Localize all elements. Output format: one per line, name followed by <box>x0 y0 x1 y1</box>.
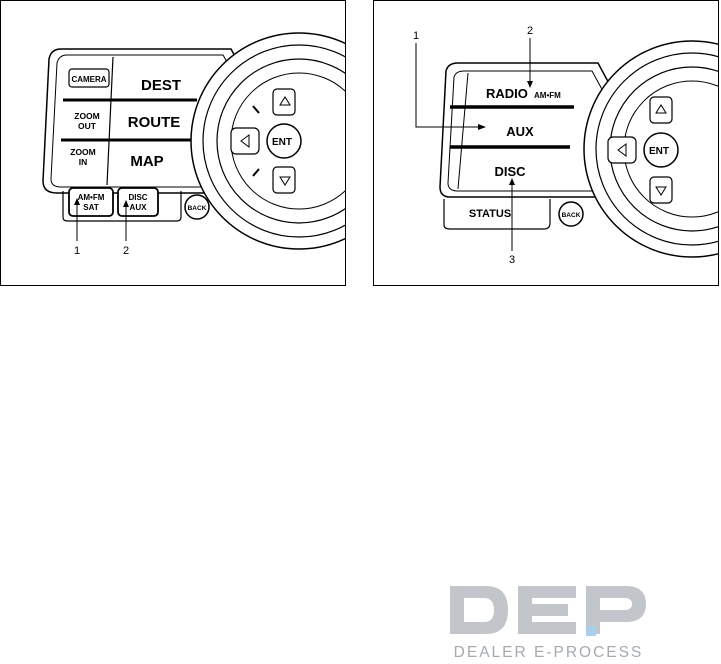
dealer-eprocess-logo: DEALER E-PROCESS <box>446 582 651 662</box>
dial-ring-2 <box>202 44 345 238</box>
route-button[interactable]: ROUTE <box>128 114 181 131</box>
zoom-out-button[interactable]: ZOOM <box>74 111 100 121</box>
vertical-divider <box>106 56 114 186</box>
aux-button[interactable]: AUX <box>506 124 534 139</box>
up-arrow-button[interactable] <box>272 88 296 116</box>
logo-letter-d <box>450 586 508 634</box>
logo-accent-square <box>586 626 596 636</box>
left-panel-diagram: CAMERA DEST ROUTE MAP ZOOM OUT ZOOM IN A… <box>0 0 346 286</box>
disc-label: DISC <box>128 193 147 202</box>
enter-button[interactable] <box>643 132 679 168</box>
callout-arrow-1 <box>74 198 80 205</box>
callout-label-1: 1 <box>74 245 80 257</box>
callout-label-3: 3 <box>509 254 515 266</box>
status-button[interactable]: STATUS <box>469 208 511 220</box>
dial-ring-2 <box>595 52 718 246</box>
callout-label-2: 2 <box>123 245 129 257</box>
lower-button-housing <box>443 199 551 230</box>
left-panel-svg: CAMERA DEST ROUTE MAP ZOOM OUT ZOOM IN A… <box>42 32 345 257</box>
left-arrow-button[interactable] <box>230 127 260 155</box>
camera-button[interactable] <box>68 68 110 88</box>
up-arrow-icon <box>279 96 291 106</box>
down-arrow-button[interactable] <box>649 176 673 204</box>
radio-button[interactable]: RADIO <box>486 86 528 101</box>
back-button[interactable] <box>558 201 584 227</box>
enter-label: ENT <box>272 137 292 148</box>
dial-tick-lower <box>252 168 260 177</box>
left-arrow-icon <box>617 143 627 157</box>
logo-letter-e <box>518 586 576 634</box>
callout-arrow-3 <box>509 178 515 185</box>
back-label: BACK <box>188 205 207 212</box>
map-button[interactable]: MAP <box>130 153 163 170</box>
right-panel-diagram: RADIO AM•FM AUX DISC STATUS BACK ENT 1 2 <box>373 0 719 286</box>
lower-button-housing <box>62 191 182 222</box>
up-arrow-icon <box>655 104 667 114</box>
enter-label: ENT <box>649 146 669 157</box>
aux-label: AUX <box>130 203 148 212</box>
callout-arrow-2 <box>123 200 129 207</box>
camera-label: CAMERA <box>71 75 106 84</box>
callout-arrow-2 <box>527 81 533 88</box>
zoom-out-button-line2[interactable]: OUT <box>78 121 97 131</box>
callout-label-1: 1 <box>413 30 419 42</box>
up-arrow-button[interactable] <box>649 96 673 124</box>
amfm-sat-button[interactable] <box>68 187 114 217</box>
logo-caption: DEALER E-PROCESS <box>453 644 644 661</box>
dial-tick-upper <box>252 105 260 114</box>
zoom-in-button-line2[interactable]: IN <box>79 157 88 167</box>
dial-ring-3 <box>216 58 345 224</box>
zoom-in-button[interactable]: ZOOM <box>70 147 96 157</box>
down-arrow-button[interactable] <box>272 166 296 194</box>
vertical-divider <box>457 72 469 190</box>
radio-sub-label: AM•FM <box>534 91 561 100</box>
dep-logo-mark <box>450 586 646 636</box>
callout-label-2: 2 <box>527 25 533 37</box>
disc-button[interactable]: DISC <box>494 164 526 179</box>
callout-line-1 <box>415 43 482 128</box>
amfm-label: AM•FM <box>78 193 105 202</box>
left-arrow-icon <box>240 134 250 148</box>
left-arrow-button[interactable] <box>607 136 637 164</box>
enter-button[interactable] <box>266 123 302 159</box>
right-panel-svg: RADIO AM•FM AUX DISC STATUS BACK ENT 1 2 <box>413 25 718 266</box>
disc-aux-button[interactable] <box>117 187 159 217</box>
back-button[interactable] <box>184 194 210 220</box>
logo-letter-p <box>586 586 646 634</box>
callout-arrow-1 <box>478 124 486 130</box>
down-arrow-icon <box>655 186 667 196</box>
back-label: BACK <box>562 212 581 219</box>
down-arrow-icon <box>279 176 291 186</box>
sat-label: SAT <box>83 203 99 212</box>
dest-button[interactable]: DEST <box>141 77 181 94</box>
